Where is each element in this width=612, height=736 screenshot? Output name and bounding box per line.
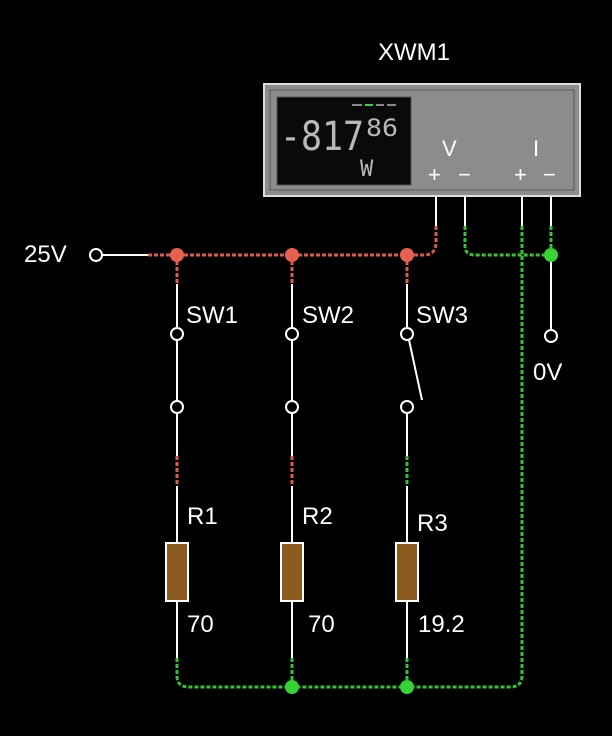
junction-ground [544, 248, 558, 262]
switch-sw3[interactable] [400, 327, 423, 414]
meter-v-plus: + [428, 162, 441, 187]
switch-sw2-label: SW2 [302, 302, 354, 329]
meter-display-small: 86 [366, 114, 398, 142]
resistor-r1[interactable] [165, 542, 189, 602]
meter-unit: W [360, 157, 374, 182]
meter-screen [276, 96, 412, 186]
resistor-r1-value: 70 [187, 611, 214, 638]
meter-i-minus: − [543, 162, 556, 187]
wire-meter-i-plus [407, 226, 524, 689]
wire-meter-v-plus [407, 226, 438, 257]
switch-sw1-label: SW1 [186, 302, 238, 329]
meter-v-label: V [442, 136, 457, 161]
supply-label: 25V [24, 241, 67, 268]
resistor-r2-label: R2 [302, 503, 333, 530]
resistor-r3-value: 19.2 [418, 611, 465, 638]
resistor-r3-label: R3 [417, 510, 448, 537]
meter-i-plus: + [514, 162, 527, 187]
junction-5 [400, 680, 414, 694]
wire-bottom-bus [175, 658, 407, 689]
resistor-r3[interactable] [395, 542, 419, 602]
switch-sw2[interactable] [285, 327, 299, 414]
meter-name: XWM1 [378, 39, 450, 66]
meter-i-label: I [533, 136, 539, 161]
meter-v-minus: − [458, 162, 471, 187]
resistor-r1-label: R1 [187, 503, 218, 530]
ground-terminal[interactable] [544, 329, 558, 343]
wire-meter-v-minus [463, 226, 551, 257]
resistor-r2-value: 70 [308, 611, 335, 638]
resistor-r2[interactable] [280, 542, 304, 602]
switch-sw3-label: SW3 [416, 302, 468, 329]
supply-terminal[interactable] [89, 248, 103, 262]
switch-sw1[interactable] [170, 327, 184, 414]
ground-label: 0V [533, 359, 562, 386]
meter-display-main: -817 [280, 114, 364, 160]
junction-4 [285, 680, 299, 694]
wattmeter[interactable]: -817 86 W V I + − + − [263, 83, 581, 197]
